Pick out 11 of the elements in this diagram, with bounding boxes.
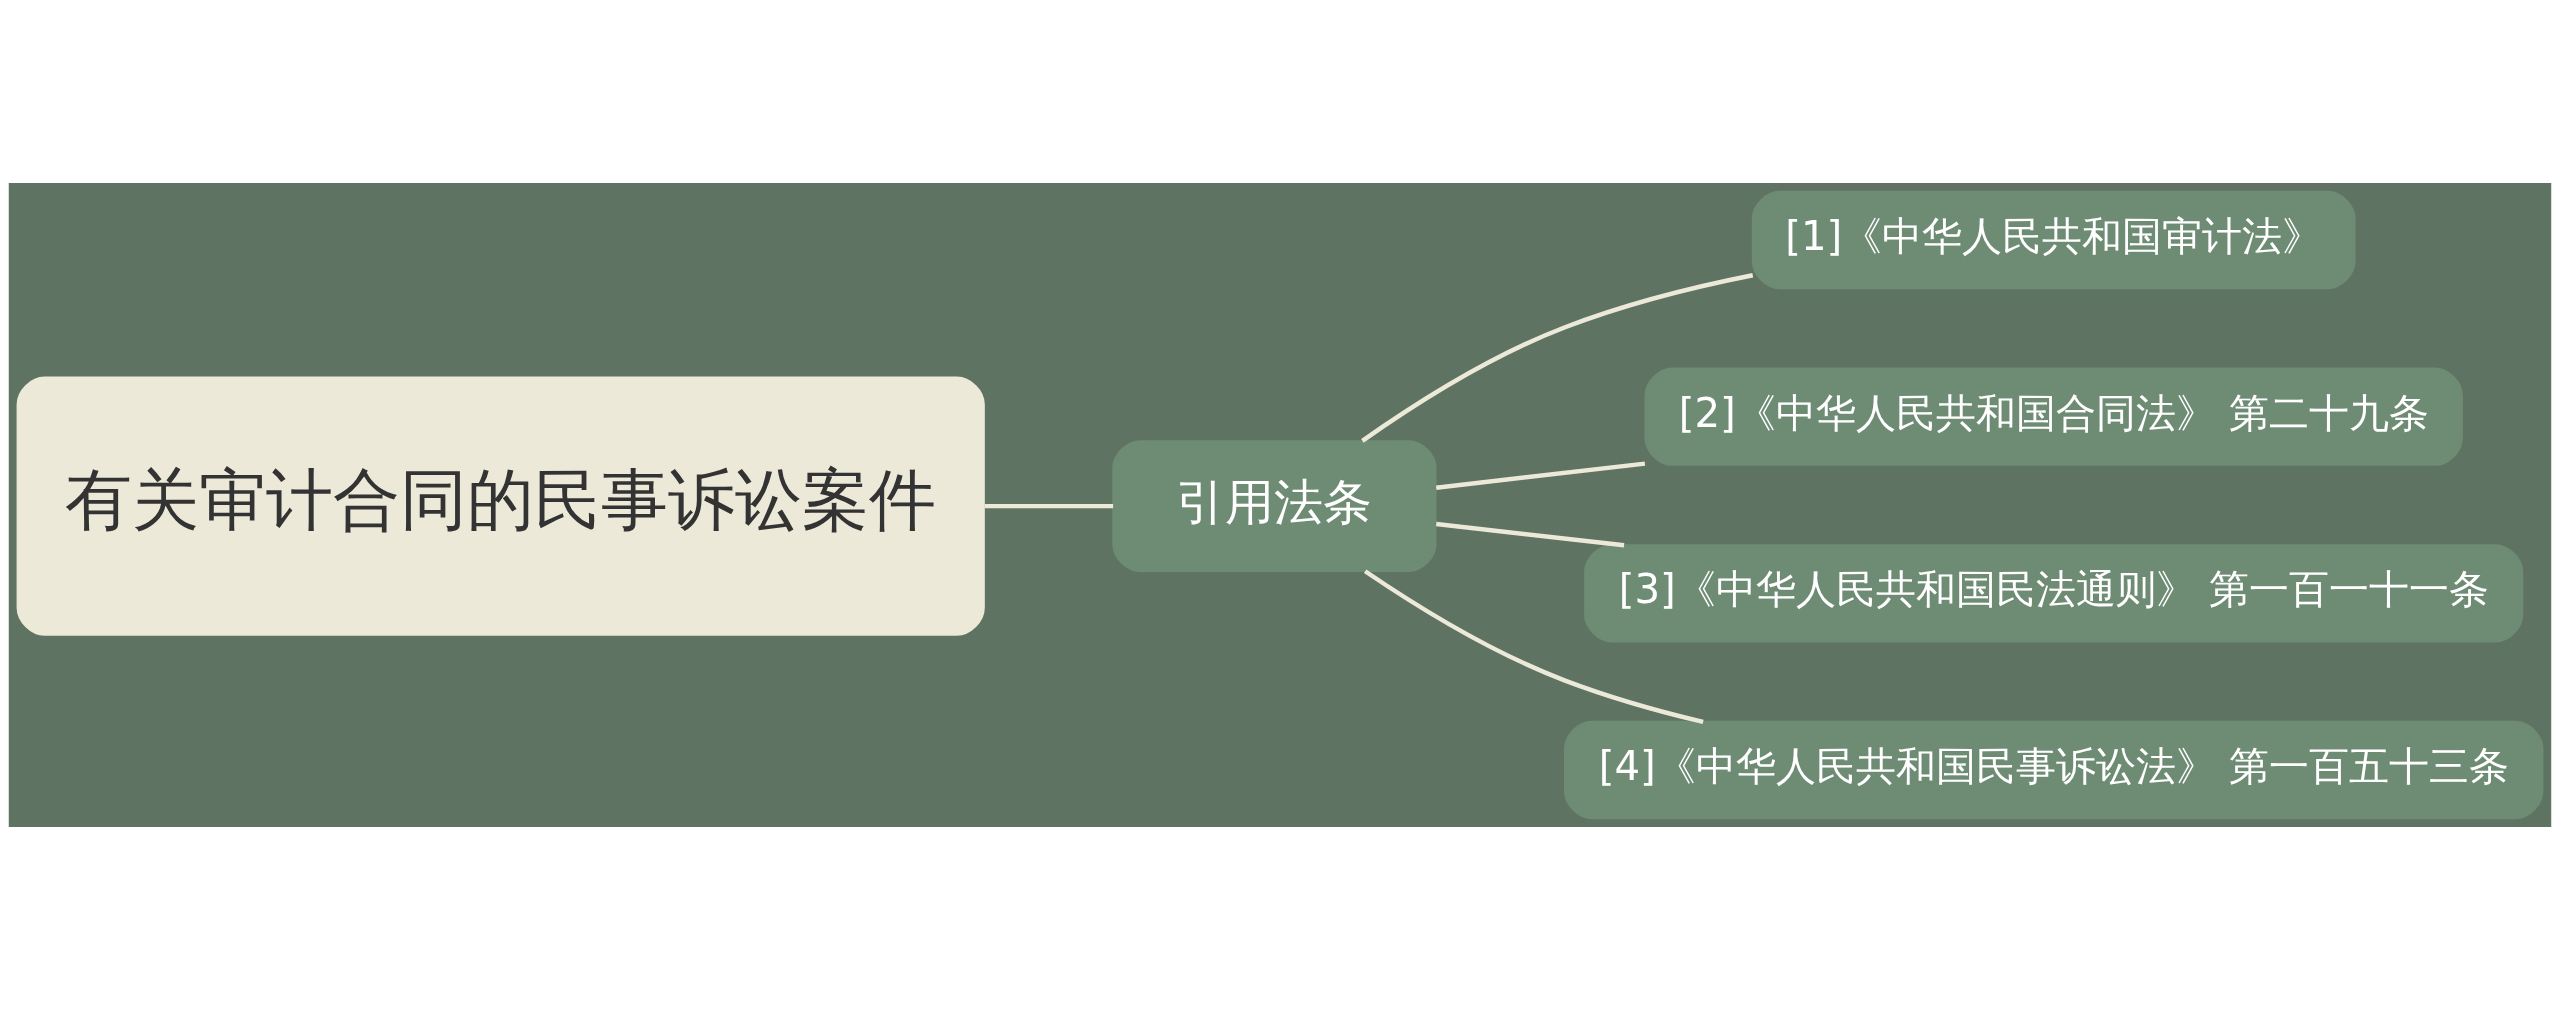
node-box: 引用法条	[1112, 440, 1437, 573]
connector	[1363, 569, 1704, 724]
node-box: [1]《中华人民共和国审计法》	[1751, 190, 2356, 290]
node-box: [4]《中华人民共和国民事诉讼法》 第一百五十三条	[1564, 720, 2544, 820]
node-box: 有关审计合同的民事诉讼案件	[16, 376, 985, 636]
connector	[1361, 273, 1754, 443]
connector	[984, 503, 1114, 509]
node-box: [2]《中华人民共和国合同法》 第二十九条	[1644, 367, 2463, 466]
node-box: [3]《中华人民共和国民法通则》 第一百一十一条	[1584, 544, 2524, 643]
connector	[1436, 521, 1625, 548]
connector	[1436, 461, 1646, 490]
